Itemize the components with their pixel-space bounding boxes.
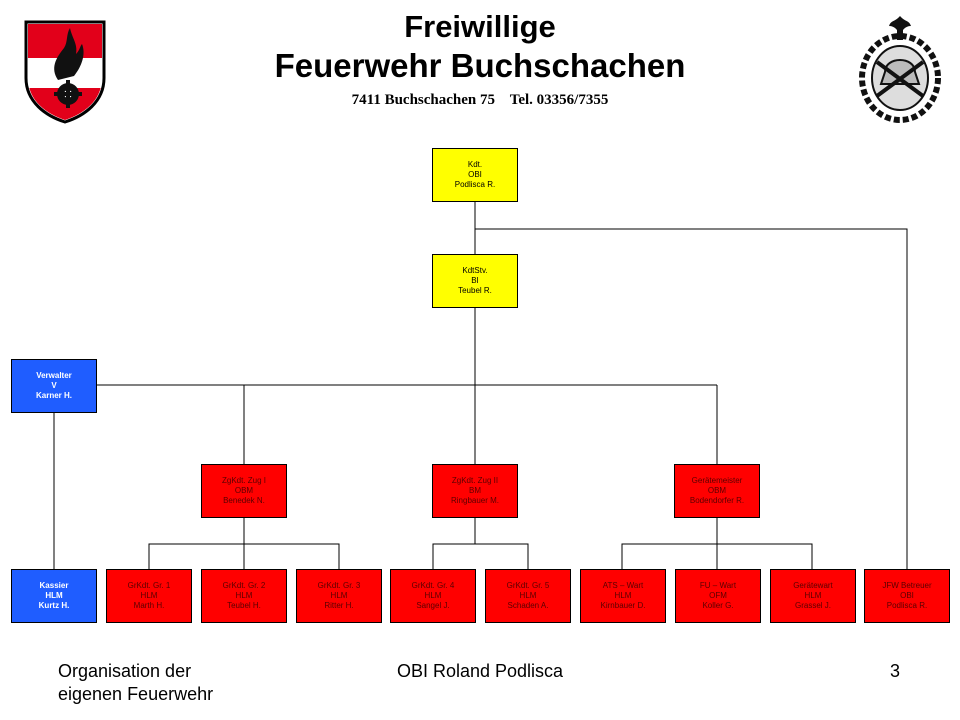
zug2-rank: BM xyxy=(469,486,481,495)
gr1-rank: HLM xyxy=(140,591,158,600)
zug1-name: Benedek N. xyxy=(223,496,265,505)
gr3-title: GrKdt. Gr. 3 xyxy=(317,581,361,590)
fu-title: FU – Wart xyxy=(699,581,737,590)
geraetemeister-rank: OBM xyxy=(707,486,727,495)
geraetemeister-name: Bodendorfer R. xyxy=(689,496,745,505)
jfw-title: JFW Betreuer xyxy=(882,581,932,590)
geraetewart-name: Grassel J. xyxy=(794,601,831,610)
jfw-rank: OBI xyxy=(900,591,914,600)
kdt-title: Kdt. xyxy=(467,160,483,169)
geraetewart-rank: HLM xyxy=(804,591,822,600)
fire-brigade-emblem-left xyxy=(24,20,106,124)
footer-center-text: OBI Roland Podlisca xyxy=(396,661,564,681)
gr2-rank: HLM xyxy=(235,591,253,600)
zug2-name: Ringbauer M. xyxy=(450,496,500,505)
geraetemeister-title: Gerätemeister xyxy=(691,476,743,485)
fu-rank: OFM xyxy=(709,591,727,600)
gr1-title: GrKdt. Gr. 1 xyxy=(127,581,171,590)
fu-name: Koller G. xyxy=(702,601,734,610)
gr5-name: Schaden A. xyxy=(507,601,549,610)
footer-left-text: Organisation der eigenen Feuerwehr xyxy=(58,661,214,704)
gr3-rank: HLM xyxy=(330,591,348,600)
gr5-rank: HLM xyxy=(519,591,537,600)
gr4-name: Sangel J. xyxy=(416,601,450,610)
gr4-title: GrKdt. Gr. 4 xyxy=(411,581,455,590)
zug2-title: ZgKdt. Zug II xyxy=(451,476,499,485)
verwalter-title: Verwalter xyxy=(36,371,72,380)
kdtstv-title: KdtStv. xyxy=(462,266,488,275)
geraetewart-title: Gerätewart xyxy=(793,581,833,590)
zug1-rank: OBM xyxy=(234,486,254,495)
address-line: 7411 Buchschachen 75 Tel. 03356/7355 xyxy=(351,92,609,108)
gr2-title: GrKdt. Gr. 2 xyxy=(222,581,266,590)
ats-rank: HLM xyxy=(614,591,632,600)
fire-brigade-badge-right xyxy=(859,16,941,123)
gr3-name: Ritter H. xyxy=(324,601,354,610)
title-feuerwehr-buchschachen: Feuerwehr Buchschachen xyxy=(274,47,686,84)
gr4-rank: HLM xyxy=(424,591,442,600)
verwalter-name: Karner H. xyxy=(35,391,72,400)
kdt-rank: OBI xyxy=(468,170,482,179)
jfw-name: Podlisca R. xyxy=(886,601,928,610)
title-freiwillige: Freiwillige xyxy=(404,9,556,44)
gr5-title: GrKdt. Gr. 5 xyxy=(506,581,550,590)
page-number: 3 xyxy=(889,661,900,681)
kassier-name: Kurtz H. xyxy=(38,601,70,610)
verwalter-rank: V xyxy=(51,381,57,390)
kassier-rank: HLM xyxy=(45,591,63,600)
gr2-name: Teubel H. xyxy=(227,601,261,610)
gr1-name: Marth H. xyxy=(133,601,165,610)
zug1-title: ZgKdt. Zug I xyxy=(221,476,267,485)
kdt-name: Podlisca R. xyxy=(454,180,496,189)
ats-title: ATS – Wart xyxy=(602,581,644,590)
kassier-title: Kassier xyxy=(39,581,69,590)
ats-name: Kirnbauer D. xyxy=(600,601,646,610)
kdtstv-rank: BI xyxy=(471,276,479,285)
kdtstv-name: Teubel R. xyxy=(458,286,492,295)
